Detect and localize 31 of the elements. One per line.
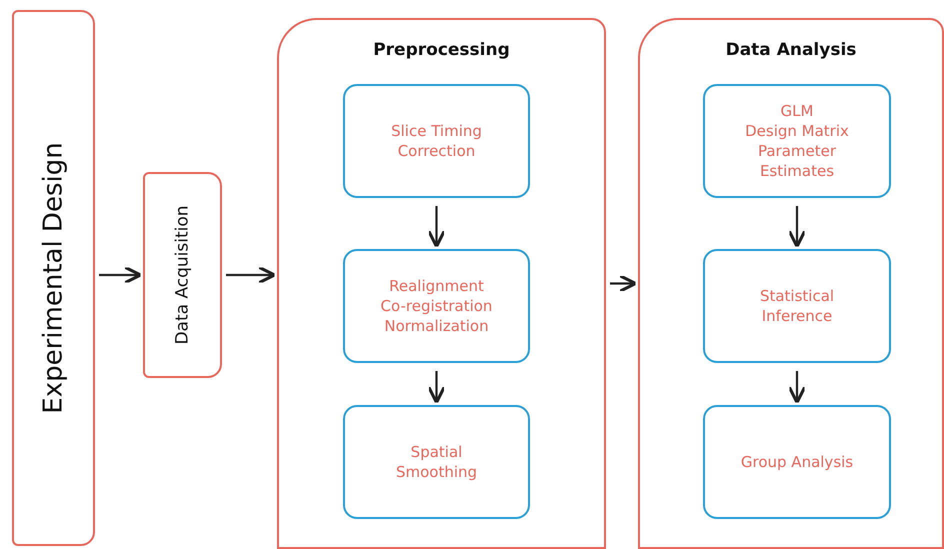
box-label: GLM bbox=[780, 100, 814, 121]
process-box bbox=[703, 249, 891, 363]
box-label: Normalization bbox=[384, 316, 489, 336]
arrow bbox=[788, 206, 806, 248]
box-label: Data Acquisition bbox=[172, 205, 192, 345]
arrow bbox=[427, 206, 446, 248]
stage-panel bbox=[277, 18, 606, 549]
arrow bbox=[226, 266, 276, 284]
stage-panel bbox=[638, 18, 944, 549]
panel-title: Preprocessing bbox=[373, 40, 510, 60]
box-label: Slice Timing Correction bbox=[390, 120, 483, 162]
panel-title: Data Analysis bbox=[726, 40, 856, 60]
box-label: Experimental Design bbox=[38, 142, 68, 414]
process-box bbox=[343, 84, 530, 198]
arrow bbox=[99, 266, 142, 284]
process-box bbox=[703, 405, 891, 519]
stage-box bbox=[12, 10, 95, 546]
process-box bbox=[343, 249, 530, 363]
process-box bbox=[703, 84, 891, 198]
arrow bbox=[610, 274, 638, 293]
box-label: Group Analysis bbox=[740, 452, 854, 472]
box-label: Parameter Estimates bbox=[756, 141, 838, 182]
box-label: Spatial Smoothing bbox=[394, 442, 478, 482]
stage-box bbox=[143, 172, 222, 378]
box-label: Statistical Inference bbox=[758, 286, 836, 326]
box-label: Realignment bbox=[389, 276, 484, 296]
process-box bbox=[343, 405, 530, 519]
box-label: Design Matrix bbox=[745, 120, 849, 141]
arrow bbox=[788, 371, 806, 404]
box-label: Co-registration bbox=[380, 296, 492, 316]
arrow bbox=[427, 371, 446, 404]
